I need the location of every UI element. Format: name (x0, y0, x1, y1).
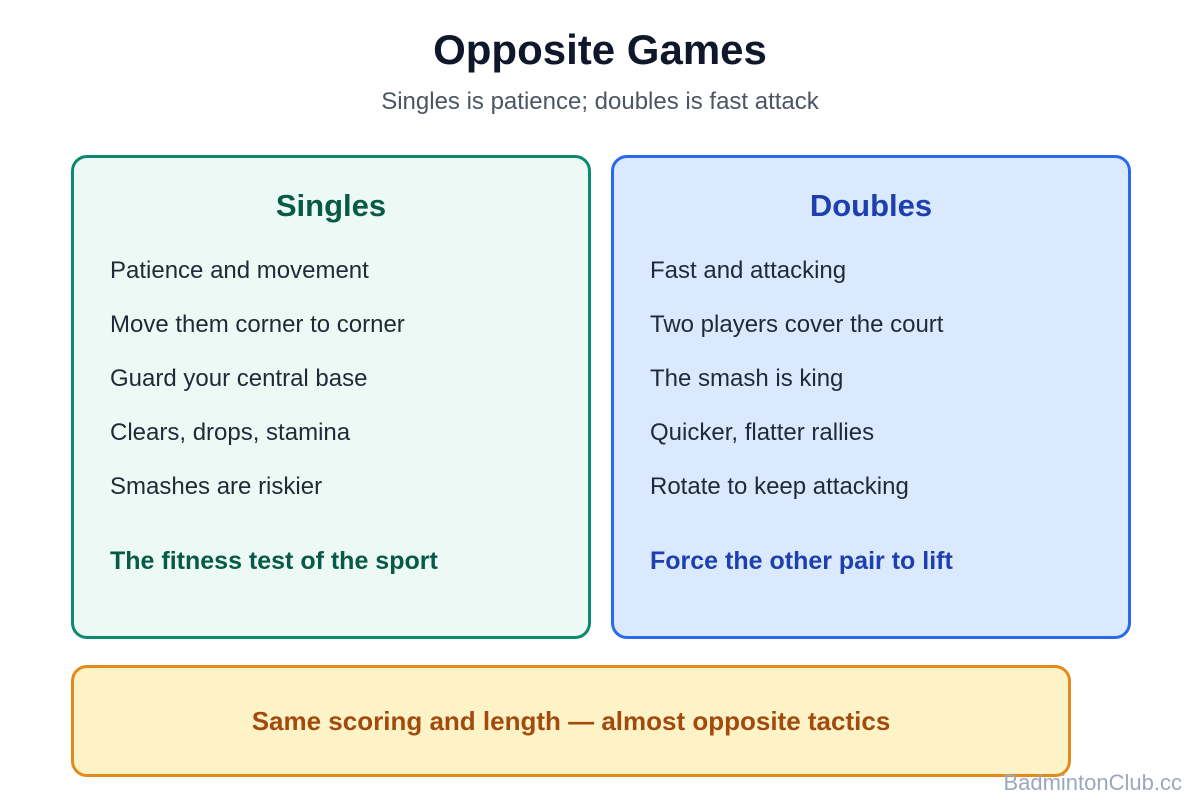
summary-banner: Same scoring and length — almost opposit… (71, 665, 1071, 777)
page-title: Opposite Games (433, 26, 767, 73)
singles-item: Move them corner to corner (110, 311, 405, 338)
doubles-item: Quicker, flatter rallies (650, 419, 875, 446)
singles-item: Guard your central base (110, 365, 368, 392)
singles-card: Singles Patience and movement Move them … (71, 155, 591, 639)
doubles-item: Two players cover the court (650, 311, 944, 338)
doubles-item: Fast and attacking (650, 257, 847, 284)
singles-list: Patience and movement Move them corner t… (110, 254, 405, 524)
singles-item: Clears, drops, stamina (110, 419, 351, 446)
summary-banner-text: Same scoring and length — almost opposit… (251, 705, 891, 736)
doubles-card: Doubles Fast and attacking Two players c… (611, 155, 1131, 639)
watermark: BadmintonClub.cc (1003, 770, 1182, 795)
doubles-tagline: Force the other pair to lift (650, 547, 953, 575)
singles-item: Smashes are riskier (110, 473, 323, 500)
page-subtitle: Singles is patience; doubles is fast att… (381, 88, 819, 115)
doubles-item: The smash is king (650, 365, 844, 392)
singles-heading: Singles (275, 188, 387, 223)
doubles-item: Rotate to keep attacking (650, 473, 909, 500)
singles-item: Patience and movement (110, 257, 369, 284)
singles-tagline: The fitness test of the sport (110, 547, 438, 575)
doubles-heading: Doubles (809, 188, 933, 223)
doubles-list: Fast and attacking Two players cover the… (650, 254, 943, 524)
